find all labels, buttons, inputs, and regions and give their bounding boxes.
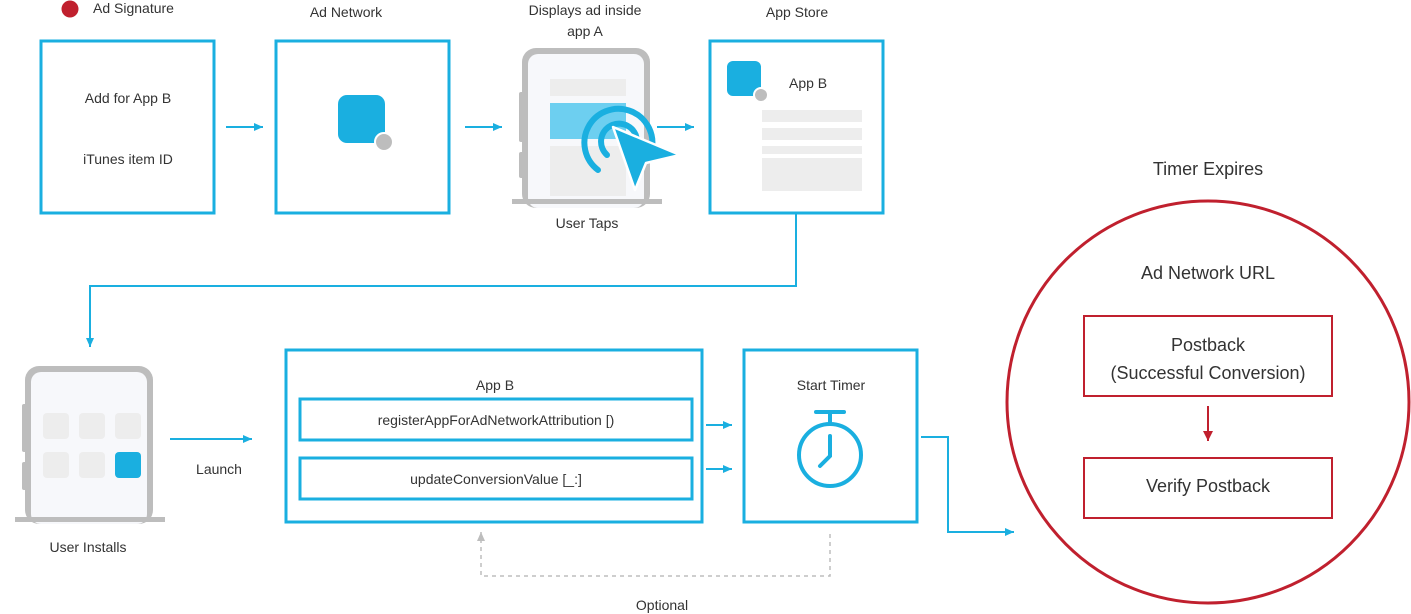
red-dot-icon <box>61 0 79 18</box>
legend-label: Ad Signature <box>93 0 174 16</box>
connector-timer-to-expires <box>921 436 1014 536</box>
timer-title: Start Timer <box>797 377 866 393</box>
app-store-app-icon <box>727 61 761 96</box>
display-caption: User Taps <box>556 215 619 231</box>
method-update-box <box>298 456 694 501</box>
app-store-signature-dot-icon <box>753 87 769 103</box>
home-app-tile <box>43 413 69 439</box>
ad-box-line2: iTunes item ID <box>83 151 173 167</box>
timer-box: Start Timer <box>742 348 919 524</box>
tap-ripple-inner-icon <box>598 120 641 158</box>
legend: Ad Signature <box>61 0 174 18</box>
store-line-4 <box>762 158 862 191</box>
store-line-1 <box>762 110 862 122</box>
timer-expires-circle <box>1005 199 1411 605</box>
connector-store-to-install <box>86 214 797 347</box>
timer-expires-group: Timer Expires Ad Network URL Postback (S… <box>1005 159 1411 605</box>
install-caption: User Installs <box>49 539 126 555</box>
store-line-2 <box>762 128 862 140</box>
ad-box-line1: Add for App B <box>85 90 171 106</box>
ad-network-title: Ad Network <box>310 4 383 20</box>
launch-label: Launch <box>196 461 242 477</box>
postback-line2: (Successful Conversion) <box>1110 363 1305 383</box>
installed-app-b-tile <box>115 452 141 478</box>
ad-signature-dot-icon <box>374 132 394 152</box>
stopwatch-icon <box>797 410 863 488</box>
install-phone-screen <box>31 372 147 524</box>
ad-network-app-icon <box>338 95 385 143</box>
optional-loop-connector <box>477 532 831 577</box>
store-line-3 <box>762 146 862 154</box>
display-title-line2: app A <box>567 23 603 39</box>
home-app-tile <box>115 413 141 439</box>
app-store-title: App Store <box>766 4 828 20</box>
app-b-title: App B <box>476 377 514 393</box>
app-b-box: App B registerAppForAdNetworkAttribution… <box>284 348 704 524</box>
phone-base <box>512 199 662 204</box>
content-bar-1 <box>550 79 626 96</box>
timer-expires-title: Timer Expires <box>1153 159 1263 179</box>
cursor-pointer-icon <box>611 125 682 192</box>
postback-box <box>1083 315 1333 397</box>
method-register-box <box>298 397 694 442</box>
app-store-app-name: App B <box>789 75 827 91</box>
ad-network-box: Ad Network <box>274 4 451 215</box>
install-phone: User Installs <box>15 366 165 555</box>
tap-ripple-outer-icon <box>581 105 656 173</box>
app-store-box: App Store App B <box>708 4 885 215</box>
verify-postback-label: Verify Postback <box>1146 476 1271 496</box>
method-update-label: updateConversionValue [_:] <box>410 471 582 487</box>
ad-box-frame <box>39 39 216 215</box>
ad-network-url-label: Ad Network URL <box>1141 263 1275 283</box>
home-app-tile <box>79 452 105 478</box>
home-app-tile <box>79 413 105 439</box>
postback-line1: Postback <box>1171 335 1246 355</box>
display-phone: Displays ad inside app A User Taps <box>512 2 682 231</box>
home-app-tile <box>43 452 69 478</box>
method-register-label: registerAppForAdNetworkAttribution [) <box>378 412 615 428</box>
verify-postback-box <box>1083 457 1333 519</box>
install-phone-base <box>15 517 165 522</box>
optional-label: Optional <box>636 597 688 613</box>
display-title-line1: Displays ad inside <box>529 2 642 18</box>
ad-box: Add for App B iTunes item ID <box>39 39 216 215</box>
